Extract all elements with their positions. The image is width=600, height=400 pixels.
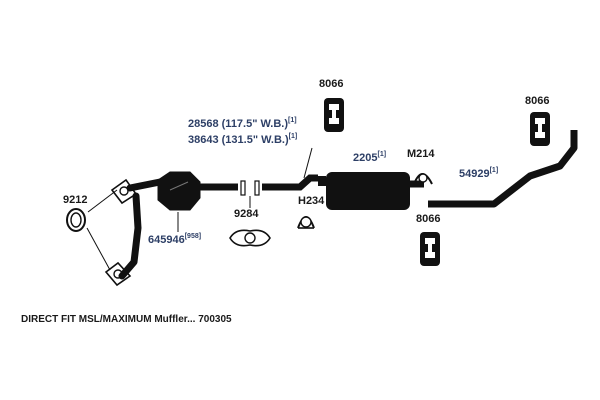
intermediate-pipe-28568[interactable] <box>262 174 318 191</box>
leader-28568 <box>303 147 313 179</box>
label-2205: 2205[1] <box>353 151 387 164</box>
label-m214: M214 <box>407 148 435 160</box>
label-54929-note: [1] <box>489 167 499 174</box>
label-38643: 38643 (131.5" W.B.)[1] <box>188 133 298 146</box>
clamp-h234[interactable] <box>297 216 315 229</box>
hanger-8066-c[interactable] <box>420 232 440 266</box>
hanger-8066-a[interactable] <box>324 98 344 132</box>
label-54929: 54929[1] <box>459 167 499 180</box>
label-9284: 9284 <box>234 208 258 220</box>
label-54929-text: 54929 <box>459 168 490 180</box>
label-h234: H234 <box>298 195 324 207</box>
label-9212-text: 9212 <box>63 194 88 206</box>
label-38643-note: [1] <box>288 133 298 140</box>
label-8066-a-text: 8066 <box>319 78 344 90</box>
label-8066-c: 8066 <box>416 213 440 225</box>
flange-gasket[interactable] <box>229 229 271 247</box>
leader-9212-lower <box>86 227 111 271</box>
label-645946-text: 645946 <box>148 234 185 246</box>
muffler-2205[interactable] <box>318 172 424 210</box>
label-2205-text: 2205 <box>353 152 378 164</box>
tailpipe-54929[interactable] <box>428 130 578 208</box>
label-9212: 9212 <box>63 194 87 206</box>
gasket-rings-9284[interactable] <box>240 180 260 196</box>
label-38643-text: 38643 (131.5" W.B.) <box>188 134 289 146</box>
label-28568: 28568 (117.5" W.B.)[1] <box>188 117 297 130</box>
label-h234-text: H234 <box>298 195 325 207</box>
label-8066-b: 8066 <box>525 95 549 107</box>
clamp-m214[interactable] <box>413 173 433 185</box>
label-645946: 645946[958] <box>148 233 202 246</box>
leader-9212-upper <box>87 189 118 213</box>
label-28568-note: [1] <box>288 117 297 124</box>
label-28568-text: 28568 (117.5" W.B.) <box>188 118 288 130</box>
label-9284-text: 9284 <box>234 208 259 220</box>
gasket-9212[interactable] <box>66 208 86 232</box>
label-2205-note: [1] <box>377 151 387 158</box>
diagram-caption: DIRECT FIT MSL/MAXIMUM Muffler... 700305 <box>21 314 232 325</box>
label-8066-a: 8066 <box>319 78 343 90</box>
label-8066-c-text: 8066 <box>416 213 441 225</box>
hanger-8066-b[interactable] <box>530 112 550 146</box>
catalytic-converter-645946[interactable] <box>157 171 238 211</box>
label-m214-text: M214 <box>407 148 435 160</box>
label-8066-b-text: 8066 <box>525 95 550 107</box>
y-pipe[interactable] <box>118 178 164 280</box>
label-645946-note: [958] <box>184 233 202 240</box>
